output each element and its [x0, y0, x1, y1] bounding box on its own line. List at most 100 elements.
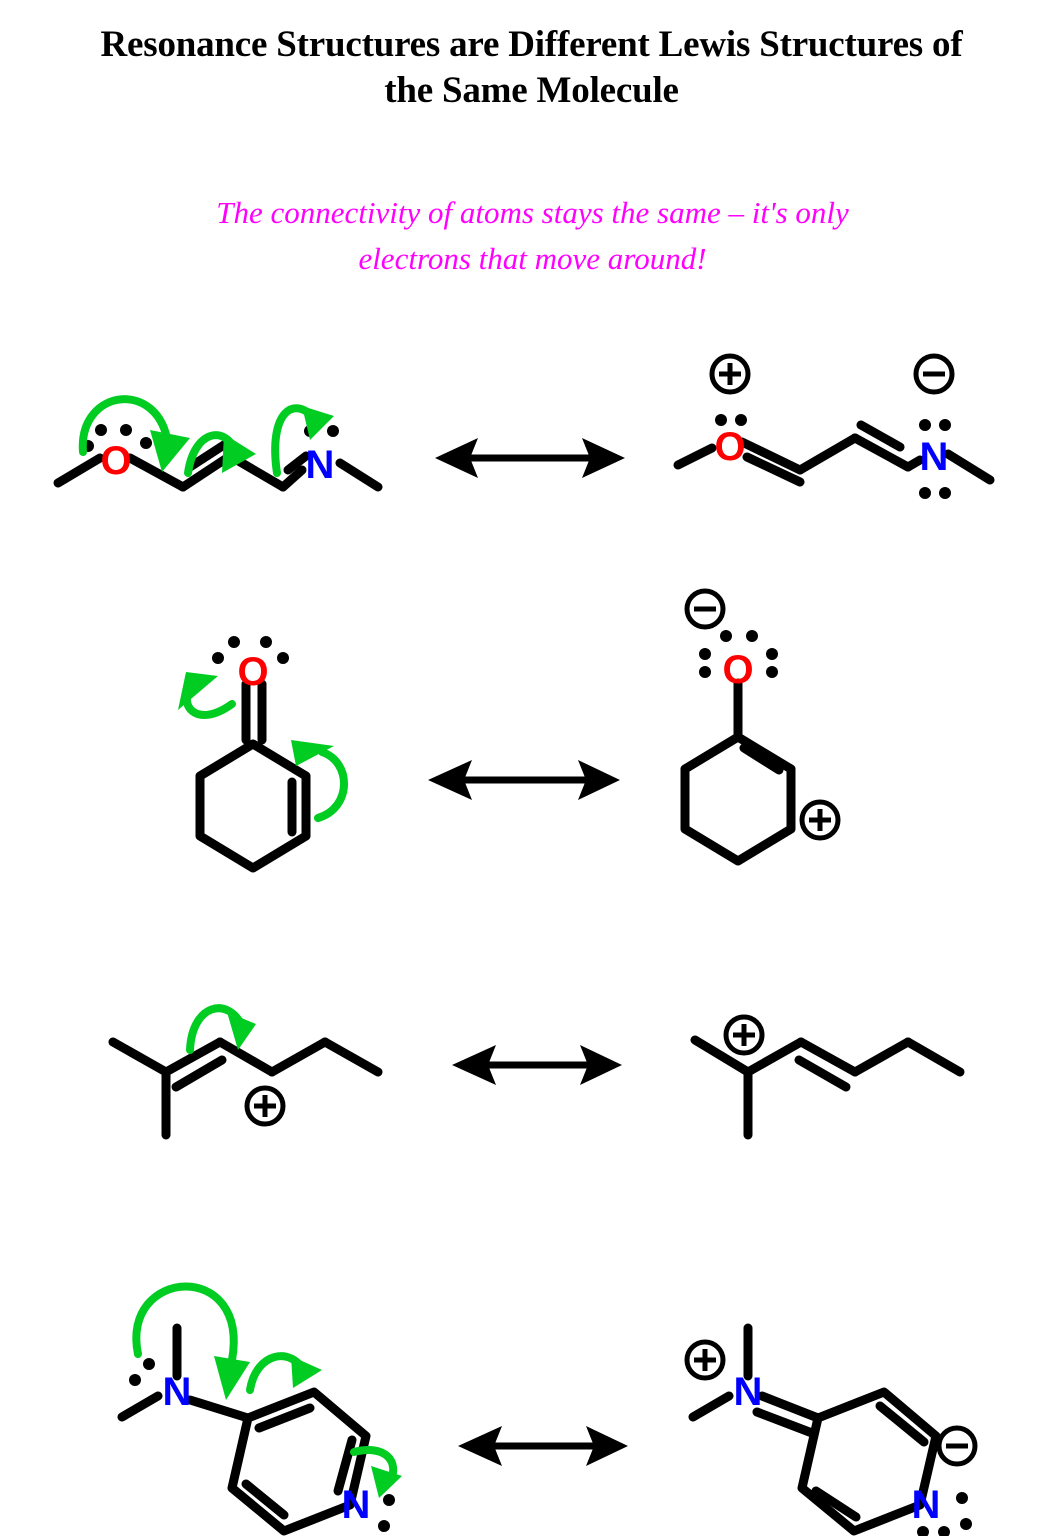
resonance-arrowhead-right-2: [578, 760, 620, 800]
resonance-arrowhead-left-3: [452, 1045, 496, 1085]
arrowhead-row2-1: [178, 672, 218, 710]
arrowhead-1: [150, 430, 190, 472]
bond-methyl-o-r: [673, 443, 717, 470]
bond-c1-c2-r: [795, 433, 860, 475]
double-inner-row3-l: [171, 1055, 227, 1092]
resonance-arrow-row-2: [428, 760, 620, 800]
lone-pairs-nitrogen-right: [919, 419, 951, 499]
bonds-row4-left: [117, 1323, 371, 1536]
bond-c3-n-r: [903, 455, 925, 472]
page-title-line-2: the Same Molecule: [384, 70, 679, 111]
charge-minus-nitrogen-ring-right: [936, 1425, 978, 1467]
bond-c4-c5-r: [850, 1037, 913, 1077]
cyclohexene-ring-right: [680, 732, 796, 866]
pyridine-ring-left: [227, 1387, 371, 1536]
atom-label-oxygen-enolate: O: [722, 648, 753, 692]
curved-arrowheads-row2-left: [178, 672, 334, 766]
atom-label-nitrogen-amine-left: N: [163, 1370, 192, 1414]
resonance-arrow-row-1: [435, 438, 625, 478]
row-4-svg: N N: [117, 1282, 978, 1536]
arrowhead-row4-1: [214, 1356, 250, 1400]
bond-o-c1-r: [737, 437, 805, 475]
double-inner-row3-r: [794, 1055, 851, 1092]
structure-oxocarbenium-amide: O N: [673, 353, 995, 499]
charge-minus-oxygen-enolate: [684, 588, 726, 630]
atom-label-oxygen-ketone: O: [237, 650, 268, 694]
bond-n-me-left-l: [117, 1391, 163, 1422]
double-inner-c2c3-r: [856, 420, 905, 452]
ring-inner-1-r: [875, 1401, 929, 1447]
ring-inner-3-l: [333, 1435, 357, 1496]
bond-c3-c4-l: [215, 1037, 277, 1077]
page-subtitle-line-2: electrons that move around!: [358, 241, 707, 276]
bond-c3-n: [278, 465, 307, 492]
ring-double-bond-inner-right: [739, 743, 784, 775]
double-bond-inner-c3n: [283, 451, 311, 475]
ring-bonds-right: [680, 678, 796, 866]
bond-n-methyl: [335, 458, 383, 492]
atom-label-nitrogen-left: N: [306, 443, 335, 487]
bond-c2-c3-r: [743, 1037, 806, 1077]
structure-allyl-cation-right: [690, 1014, 965, 1140]
lone-pair-nitrogen-ring-left: [378, 1494, 395, 1532]
curved-arrowheads-left: [150, 406, 334, 473]
pyridine-ring-right: [797, 1387, 941, 1536]
arrowhead-row4-3: [371, 1466, 402, 1498]
bond-o-c1: [125, 453, 188, 492]
lone-pair-nitrogen-amine-left: [129, 1358, 155, 1386]
resonance-row-1: O N: [0, 330, 1063, 540]
bond-n-methyl-r: [943, 449, 995, 485]
resonance-row-2: O: [0, 580, 1063, 880]
resonance-arrow-row-3: [452, 1045, 622, 1085]
bond-c1-c2: [178, 451, 235, 492]
bond-methyl-o: [53, 453, 105, 488]
lone-pairs-nitrogen-ring-right: [917, 1492, 972, 1536]
ring-inner-2-r: [811, 1486, 861, 1522]
bond-c5-c6-r: [903, 1037, 965, 1077]
structure-methoxy-butadienyl-imine: O N: [53, 395, 383, 492]
ring-inner-2-l: [241, 1479, 289, 1520]
cyclohexane-ring: [195, 739, 311, 873]
ring-inner-1-l: [254, 1403, 315, 1433]
bond-me-c2-r: [690, 1035, 753, 1077]
structure-allyl-cation-left: [108, 1004, 383, 1140]
arrowhead-row4-2: [291, 1356, 322, 1388]
structure-cyclohexenone-zwitterion: O: [680, 588, 841, 866]
atom-label-nitrogen-ring-right: N: [912, 1483, 941, 1527]
bond-c4-c5-l: [267, 1037, 330, 1077]
charge-plus-allyl-right: [723, 1014, 765, 1056]
bonds-row3-right: [690, 1035, 965, 1140]
page-title: Resonance Structures are Different Lewis…: [0, 22, 1063, 114]
bond-c5-c6-l: [320, 1037, 383, 1077]
atom-label-nitrogen-right: N: [920, 435, 949, 479]
row-2-svg: O: [178, 588, 841, 873]
lone-pairs-oxygen-ketone: [212, 636, 289, 664]
bonds-row3-left: [108, 1037, 383, 1140]
arrowhead-3: [302, 406, 334, 440]
structure-dmap-right: N N: [684, 1323, 978, 1536]
arrowhead-row3: [227, 1012, 256, 1050]
resonance-arrowhead-left-4: [458, 1426, 502, 1466]
atom-label-oxygen-right: O: [714, 425, 745, 469]
double-bond-inner-c1c2: [185, 438, 232, 472]
curved-arrow-o-lonepair-to-c: [78, 395, 172, 456]
double-inner-o-c1-r: [742, 452, 805, 487]
resonance-arrowhead-right-3: [580, 1045, 622, 1085]
curved-arrowheads-row4: [214, 1356, 402, 1498]
ring-bonds-left: [195, 679, 311, 873]
structure-dmap-left: N N: [117, 1282, 402, 1536]
resonance-arrow-row-4: [458, 1426, 628, 1466]
arrowhead-2: [222, 434, 256, 473]
resonance-arrowhead-right-4: [586, 1426, 628, 1466]
curved-arrow-n-lonepair-to-ring: [132, 1282, 238, 1364]
bond-n-me-left-r: [688, 1391, 734, 1422]
resonance-arrowhead-left: [435, 438, 478, 478]
atom-label-nitrogen-ring-left: N: [342, 1483, 371, 1527]
curved-arrow-cc-to-co: [314, 748, 348, 822]
row-1-svg: O N: [53, 353, 995, 499]
resonance-row-4: N N: [0, 1250, 1063, 1536]
resonance-arrowhead-left-2: [428, 760, 472, 800]
page-title-line-1: Resonance Structures are Different Lewis…: [100, 24, 963, 65]
bond-c2-c3-r: [850, 433, 913, 472]
